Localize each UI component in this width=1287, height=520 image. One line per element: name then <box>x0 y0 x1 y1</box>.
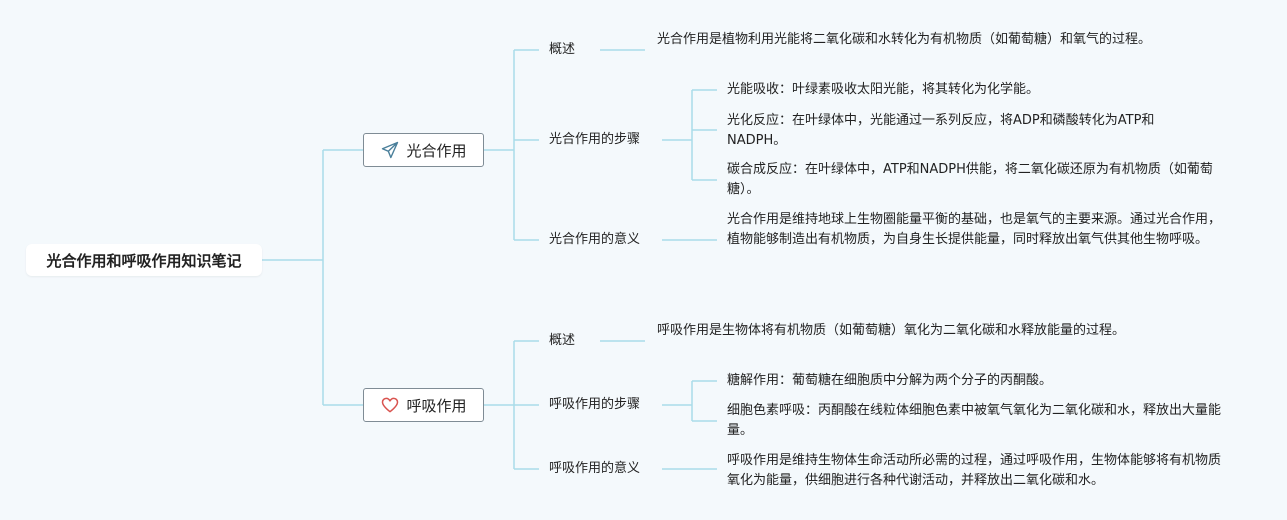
sub-topic-label: 概述 <box>549 42 576 57</box>
leaf-note[interactable]: 光合作用是植物利用光能将二氧化碳和水转化为有机物质（如葡萄糖）和氧气的过程。 <box>657 32 1152 47</box>
sub-topic-overview[interactable]: 概述 <box>549 41 575 59</box>
connector-sub-1-2 <box>662 89 717 181</box>
leaf-note[interactable]: 呼吸作用是维持生物体生命活动所必需的过程，通过呼吸作用，生物体能够将有机物质氧化… <box>727 453 1222 488</box>
root-title: 光合作用和呼吸作用知识笔记 <box>46 251 242 270</box>
sub-topic-significance[interactable]: 呼吸作用的意义 <box>549 460 640 478</box>
paper-plane-icon <box>380 140 400 160</box>
connector-branch-2 <box>484 340 539 470</box>
sub-topic-steps[interactable]: 光合作用的步骤 <box>549 131 640 149</box>
connector-sub-2-2 <box>662 380 717 422</box>
leaf-note[interactable]: 光合作用是维持地球上生物圈能量平衡的基础，也是氧气的主要来源。通过光合作用，植物… <box>727 212 1222 247</box>
sub-topic-label: 呼吸作用的步骤 <box>549 397 641 412</box>
leaf-note[interactable]: 呼吸作用是生物体将有机物质（如葡萄糖）氧化为二氧化碳和水释放能量的过程。 <box>657 323 1126 338</box>
sub-topic-label: 光合作用的步骤 <box>549 132 641 147</box>
branch-label: 呼吸作用 <box>406 396 467 415</box>
leaf-note[interactable]: 细胞色素呼吸：丙酮酸在线粒体细胞色素中被氧气氧化为二氧化碳和水，释放出大量能量。 <box>727 403 1222 438</box>
leaf-note[interactable]: 糖解作用：葡萄糖在细胞质中分解为两个分子的丙酮酸。 <box>727 373 1053 388</box>
sub-topic-steps[interactable]: 呼吸作用的步骤 <box>549 396 640 414</box>
leaf-note[interactable]: 碳合成反应：在叶绿体中，ATP和NADPH供能，将二氧化碳还原为有机物质（如葡萄… <box>727 162 1213 197</box>
connector-branch-1 <box>484 49 539 241</box>
sub-topic-label: 光合作用的意义 <box>549 232 641 247</box>
branch-label: 光合作用 <box>406 141 467 160</box>
sub-topic-significance[interactable]: 光合作用的意义 <box>549 231 640 249</box>
sub-topic-label: 呼吸作用的意义 <box>549 461 641 476</box>
leaf-note[interactable]: 光化反应：在叶绿体中，光能通过一系列反应，将ADP和磷酸转化为ATP和NADPH… <box>727 113 1155 148</box>
sub-topic-label: 概述 <box>549 333 576 348</box>
root-node[interactable]: 光合作用和呼吸作用知识笔记 <box>26 244 262 276</box>
connector-root <box>262 149 363 406</box>
sub-topic-overview[interactable]: 概述 <box>549 332 575 350</box>
heart-icon <box>380 395 400 415</box>
leaf-note[interactable]: 光能吸收：叶绿素吸收太阳光能，将其转化为化学能。 <box>727 82 1040 97</box>
branch-photosynthesis[interactable]: 光合作用 <box>363 133 484 167</box>
branch-respiration[interactable]: 呼吸作用 <box>363 388 484 422</box>
